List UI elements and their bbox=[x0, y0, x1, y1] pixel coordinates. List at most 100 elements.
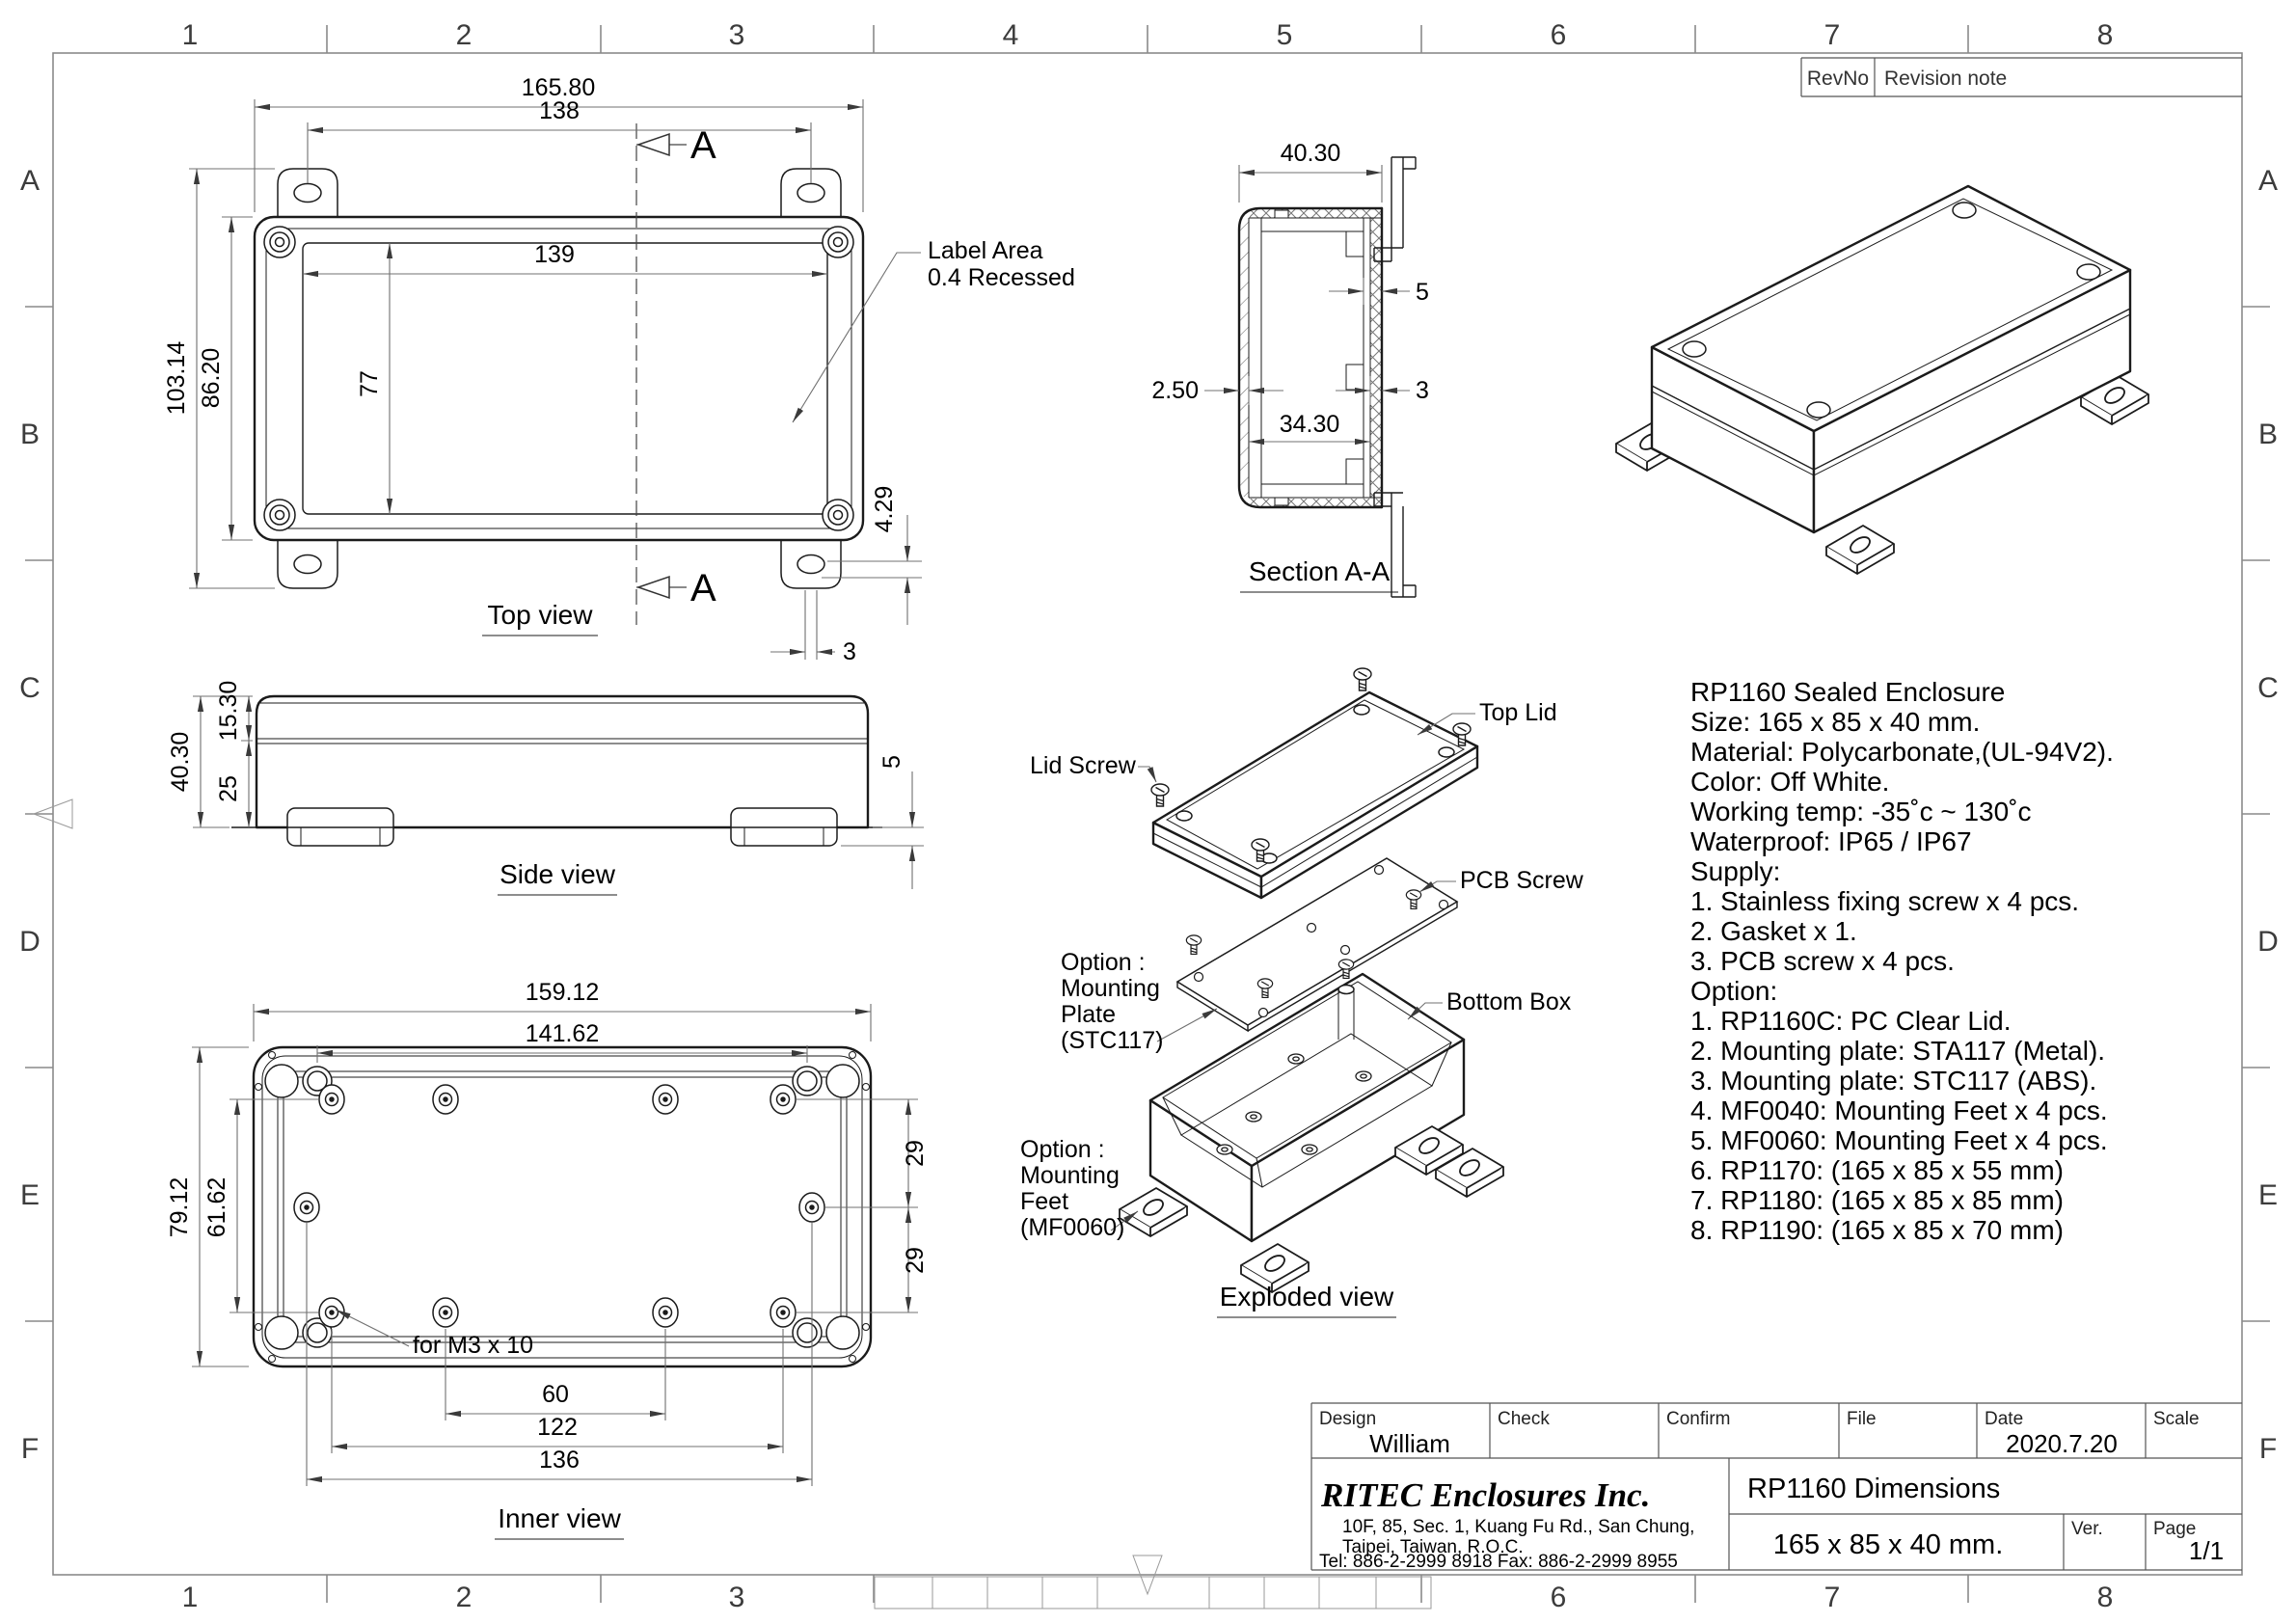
spec-line-11: 1. RP1160C: PC Clear Lid. bbox=[1690, 1006, 2012, 1036]
spec-line-5: Waterproof: IP65 / IP67 bbox=[1690, 826, 1972, 856]
zone-col-2: 2 bbox=[456, 19, 473, 51]
spec-line-1: Size: 165 x 85 x 40 mm. bbox=[1690, 707, 1980, 737]
spec-line-4: Working temp: -35˚c ~ 130˚c bbox=[1690, 797, 2032, 826]
dim-5-rib: 5 bbox=[1416, 279, 1429, 306]
zone-col-1: 1 bbox=[182, 19, 199, 51]
callout-line1: Label Area bbox=[928, 237, 1043, 264]
zone-col-6: 6 bbox=[1551, 19, 1567, 51]
page-value: 1/1 bbox=[2189, 1536, 2224, 1565]
spec-line-13: 3. Mounting plate: STC117 (ABS). bbox=[1690, 1066, 2096, 1096]
exploded-bottom-box bbox=[1148, 959, 1466, 1243]
section-arrow-bottom: A bbox=[635, 567, 716, 609]
callout-top-lid: Top Lid bbox=[1479, 699, 1557, 726]
top-view-inner-line bbox=[265, 228, 852, 529]
spec-line-8: 2. Gasket x 1. bbox=[1690, 916, 1857, 946]
spec-line-15: 5. MF0060: Mounting Feet x 4 pcs. bbox=[1690, 1125, 2108, 1155]
callout-plate-4: (STC117) bbox=[1061, 1027, 1164, 1054]
side-view-outline bbox=[255, 694, 870, 829]
zone-col-5: 5 bbox=[1277, 19, 1293, 51]
version-label: Ver. bbox=[2071, 1519, 2103, 1539]
top-view: A A Label Area 0.4 Recessed 165.80 138 1… bbox=[163, 74, 1075, 665]
zone-row-E: E bbox=[20, 1179, 40, 1211]
zone-row-A-r: A bbox=[2258, 165, 2278, 197]
zone-row-F-r: F bbox=[2259, 1433, 2277, 1465]
dim-4-29: 4.29 bbox=[871, 486, 898, 533]
spec-line-6: Supply: bbox=[1690, 856, 1780, 886]
callout-pcb-screw: PCB Screw bbox=[1460, 867, 1584, 894]
callout-line2: 0.4 Recessed bbox=[928, 264, 1075, 291]
company-contact: Tel: 886-2-2999 8918 Fax: 886-2-2999 895… bbox=[1319, 1552, 1678, 1572]
side-view: 40.30 15.30 25 5 Side view bbox=[167, 681, 924, 896]
label-area-callout: Label Area 0.4 Recessed bbox=[792, 237, 1075, 423]
zone-row-D: D bbox=[19, 926, 41, 958]
dim-29-upper: 29 bbox=[902, 1140, 929, 1167]
spec-block: RP1160 Sealed Enclosure Size: 165 x 85 x… bbox=[1690, 677, 2114, 1245]
company-name: RITEC Enclosures Inc. bbox=[1320, 1476, 1650, 1514]
section-letter-top: A bbox=[690, 124, 716, 167]
callout-bottom-box: Bottom Box bbox=[1446, 988, 1572, 1015]
iso-corner-screw-holes bbox=[1682, 202, 2101, 419]
dim-3-wall: 3 bbox=[1416, 377, 1429, 404]
callout-lid-screw: Lid Screw bbox=[1030, 752, 1137, 779]
zone-ticks bbox=[25, 25, 2270, 1603]
top-view-label-area bbox=[302, 242, 828, 515]
dim-40-30-side: 40.30 bbox=[167, 732, 194, 793]
zone-col-7: 7 bbox=[1824, 19, 1841, 51]
section-arrow-top: A bbox=[635, 124, 716, 167]
section-view: 40.30 5 2.50 3 34.30 Section A-A bbox=[1151, 140, 1429, 598]
iso-top-face bbox=[1650, 184, 2132, 433]
dim-15-30: 15.30 bbox=[215, 681, 242, 742]
revision-note-header: Revision note bbox=[1884, 68, 2007, 90]
spec-line-17: 7. RP1180: (165 x 85 x 85 mm) bbox=[1690, 1185, 2064, 1215]
section-pcb-bosses bbox=[1274, 209, 1364, 506]
top-view-label: Top view bbox=[488, 600, 594, 630]
zone-col-7b: 7 bbox=[1824, 1582, 1841, 1613]
date-label: Date bbox=[1985, 1409, 2023, 1429]
side-view-dimensions: 40.30 15.30 25 5 bbox=[167, 681, 924, 889]
zone-row-B-r: B bbox=[2258, 419, 2278, 450]
zone-row-E-r: E bbox=[2258, 1179, 2278, 1211]
zone-row-F: F bbox=[21, 1433, 39, 1465]
top-view-lid-screws bbox=[263, 226, 854, 531]
zone-col-3b: 3 bbox=[729, 1582, 745, 1613]
zone-rows-right: A B C D E F bbox=[2257, 165, 2279, 1465]
side-view-label: Side view bbox=[500, 859, 616, 889]
spec-line-3: Color: Off White. bbox=[1690, 767, 1889, 797]
inner-view-dimensions: 159.12 141.62 79.12 61.62 29 29 for M3 x… bbox=[166, 979, 929, 1486]
design-value: William bbox=[1369, 1429, 1450, 1458]
isometric-view bbox=[1615, 184, 2149, 575]
zone-columns-bottom: 1 2 3 6 7 8 bbox=[182, 1582, 2114, 1613]
sheet-frame: 1 2 3 4 5 6 7 8 1 2 3 6 7 8 A B C D E F … bbox=[19, 19, 2279, 1613]
dim-40-30-section: 40.30 bbox=[1281, 140, 1341, 167]
callout-feet-4: (MF0060) bbox=[1020, 1214, 1124, 1241]
dim-60: 60 bbox=[542, 1381, 569, 1408]
callout-feet-2: Mounting bbox=[1020, 1162, 1120, 1189]
drawing-size: 165 x 85 x 40 mm. bbox=[1773, 1529, 2004, 1560]
callout-plate-2: Mounting bbox=[1061, 975, 1160, 1002]
dim-165-80: 165.80 bbox=[522, 74, 595, 101]
file-label: File bbox=[1847, 1409, 1877, 1429]
spec-line-16: 6. RP1170: (165 x 85 x 55 mm) bbox=[1690, 1155, 2064, 1185]
callout-feet-1: Option : bbox=[1020, 1136, 1105, 1163]
inner-view: 159.12 141.62 79.12 61.62 29 29 for M3 x… bbox=[166, 979, 929, 1540]
exploded-top-lid bbox=[1151, 690, 1479, 900]
dim-86-20: 86.20 bbox=[198, 348, 225, 409]
spec-line-7: 1. Stainless fixing screw x 4 pcs. bbox=[1690, 886, 2079, 916]
scale-label: Scale bbox=[2153, 1409, 2200, 1429]
zone-rows-left: A B C D E F bbox=[19, 165, 41, 1465]
dim-136: 136 bbox=[539, 1447, 580, 1474]
check-label: Check bbox=[1498, 1409, 1550, 1429]
exploded-mounting-plate bbox=[1175, 857, 1459, 1033]
drawing-title: RP1160 Dimensions bbox=[1747, 1474, 2000, 1504]
spec-line-2: Material: Polycarbonate,(UL-94V2). bbox=[1690, 737, 2114, 767]
zone-row-A: A bbox=[20, 165, 40, 197]
spec-line-18: 8. RP1190: (165 x 85 x 70 mm) bbox=[1690, 1215, 2064, 1245]
rev-no-header: RevNo bbox=[1807, 68, 1869, 90]
zone-row-C-r: C bbox=[2257, 672, 2279, 704]
spec-line-0: RP1160 Sealed Enclosure bbox=[1690, 677, 2005, 707]
dim-5-foot: 5 bbox=[878, 755, 905, 769]
dim-103-14: 103.14 bbox=[163, 341, 190, 416]
spec-line-14: 4. MF0040: Mounting Feet x 4 pcs. bbox=[1690, 1096, 2108, 1125]
date-value: 2020.7.20 bbox=[2006, 1429, 2118, 1458]
confirm-label: Confirm bbox=[1666, 1409, 1731, 1429]
